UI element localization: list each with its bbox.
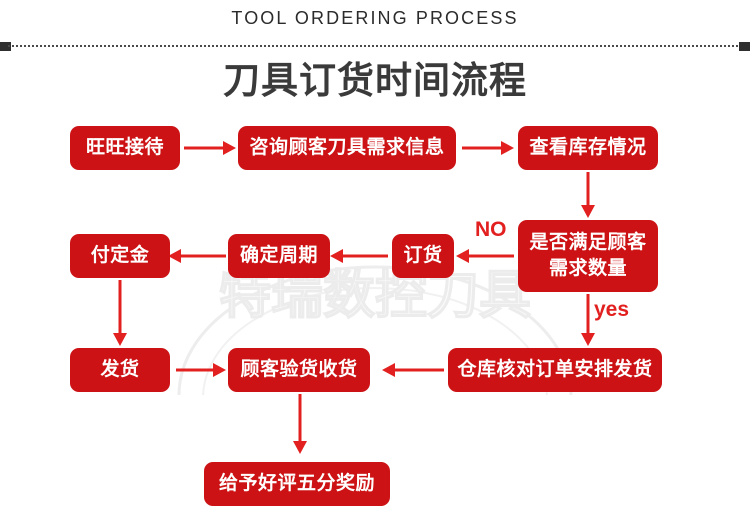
- edge-label-no: NO: [475, 218, 507, 241]
- node-confirm-lead-time[interactable]: 确定周期: [228, 234, 330, 278]
- decision-label-line1: 是否满足顾客: [529, 232, 647, 254]
- arrow-n8-to-n9: [176, 362, 226, 378]
- arrow-n10-to-n9: [382, 362, 444, 378]
- english-title: TOOL ORDERING PROCESS: [231, 8, 519, 28]
- node-consult-customer-requirements[interactable]: 咨询顾客刀具需求信息: [238, 126, 456, 170]
- arrow-n2-to-n3: [462, 140, 514, 156]
- node-five-star-review-reward[interactable]: 给予好评五分奖励: [204, 462, 390, 506]
- node-customer-inspect-receive[interactable]: 顾客验货收货: [228, 348, 370, 392]
- node-decision-meets-demand[interactable]: 是否满足顾客 需求数量: [518, 220, 658, 292]
- divider-line: [8, 45, 742, 47]
- arrow-n1-to-n2: [184, 140, 236, 156]
- divider-cap-right: [739, 42, 750, 51]
- decision-label-line2: 需求数量: [548, 258, 627, 279]
- header-divider: [0, 42, 750, 51]
- node-pay-deposit[interactable]: 付定金: [70, 234, 170, 278]
- arrow-n5-to-n6: [330, 248, 388, 264]
- node-place-order[interactable]: 订货: [392, 234, 454, 278]
- edge-label-yes: yes: [594, 298, 630, 321]
- divider-cap-left: [0, 42, 11, 51]
- arrow-n6-to-n7: [168, 248, 226, 264]
- node-check-inventory[interactable]: 查看库存情况: [518, 126, 658, 170]
- node-warehouse-verify-arrange-shipment[interactable]: 仓库核对订单安排发货: [448, 348, 662, 392]
- page-title: 刀具订货时间流程: [223, 60, 527, 101]
- arrow-n4-to-n10: [580, 294, 596, 346]
- node-wangwang-reception[interactable]: 旺旺接待: [70, 126, 180, 170]
- arrow-n3-to-n4: [580, 172, 596, 218]
- arrow-n7-to-n8: [112, 280, 128, 346]
- arrow-n9-to-n11: [292, 394, 308, 454]
- arrow-n4-to-n5: [456, 248, 514, 264]
- node-ship-goods[interactable]: 发货: [70, 348, 170, 392]
